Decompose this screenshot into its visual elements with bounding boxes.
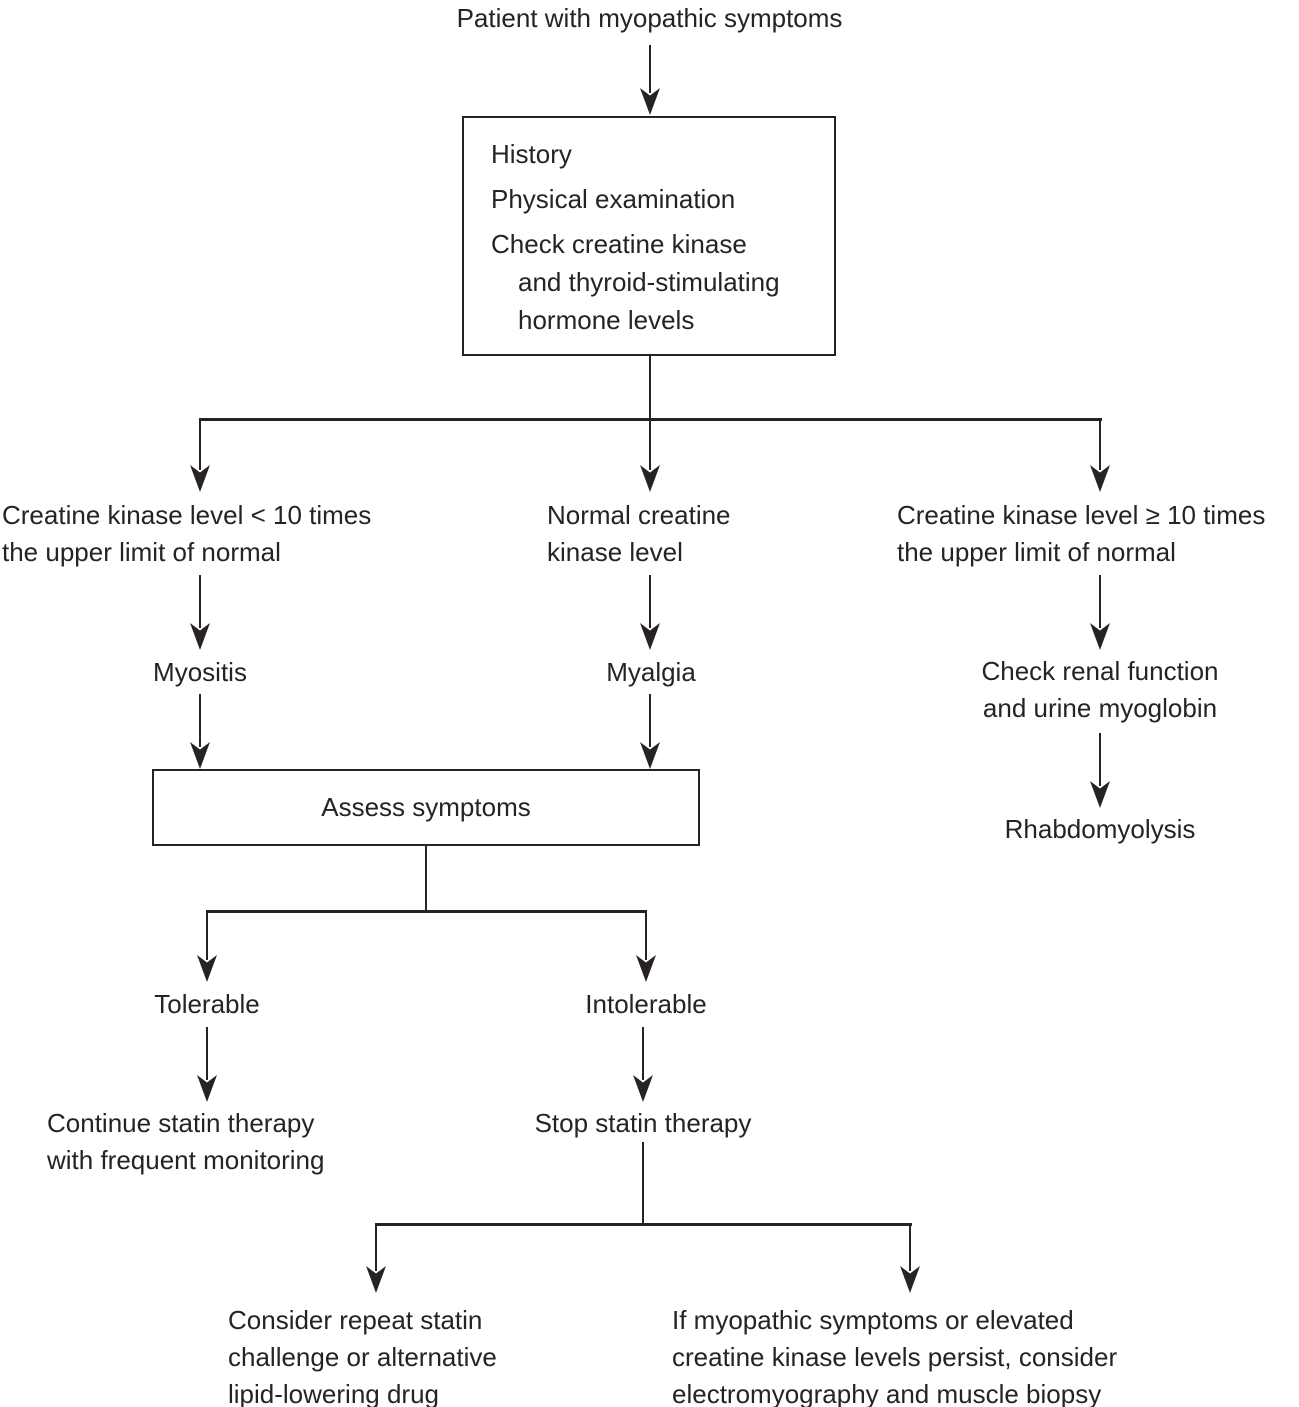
node-stop-statin: Stop statin therapy — [534, 1108, 752, 1138]
node-check-renal-line-1: Check renal function — [981, 656, 1219, 686]
arrow-title-to-workup — [640, 45, 660, 115]
node-persist-workup-line-3: electromyography and muscle biopsy — [672, 1379, 1102, 1407]
branch-label-ck-normal: Normal creatine kinase level — [547, 497, 731, 571]
arrow-myositis-to-assess — [190, 694, 210, 769]
node-check-renal-line-2: and urine myoglobin — [982, 693, 1218, 723]
node-repeat-challenge-line-1: Consider repeat statin — [228, 1305, 483, 1335]
workup-box: History Physical examination Check creat… — [462, 116, 836, 356]
arrow-intolerable-to-stop — [633, 1027, 653, 1102]
node-repeat-challenge-line-3: lipid-lowering drug — [228, 1379, 439, 1407]
arrow-to-ck-high — [1090, 420, 1110, 492]
workup-item-check-ck: Check creatine kinase and thyroid-stimul… — [491, 225, 824, 339]
arrow-to-ck-low — [190, 420, 210, 492]
arrow-ck-normal-to-myalgia — [640, 575, 660, 650]
arrow-myalgia-to-assess — [640, 694, 660, 769]
arrow-to-persist-workup — [900, 1225, 920, 1293]
branch-label-ck-high: Creatine kinase level ≥ 10 times the upp… — [897, 497, 1265, 571]
workup-item-check-ck-line-3: hormone levels — [518, 305, 695, 335]
node-continue-statin-line-1: Continue statin therapy — [47, 1108, 315, 1138]
connector-workup-stem — [648, 356, 652, 420]
node-myalgia: Myalgia — [606, 657, 696, 687]
node-continue-statin: Continue statin therapy with frequent mo… — [47, 1105, 324, 1179]
arrow-to-repeat-challenge — [366, 1225, 386, 1293]
node-myositis: Myositis — [153, 657, 247, 687]
branch-label-ck-normal-line-2: kinase level — [547, 537, 683, 567]
node-persist-workup: If myopathic symptoms or elevated creati… — [672, 1302, 1117, 1407]
workup-item-check-ck-line-2: and thyroid-stimulating — [518, 267, 780, 297]
branch-label-ck-low-line-2: the upper limit of normal — [2, 537, 281, 567]
connector-assess-split — [205, 910, 648, 913]
assess-symptoms-box: Assess symptoms — [152, 769, 700, 846]
arrow-renal-to-rhabdomyolysis — [1090, 733, 1110, 808]
connector-stop-stem — [641, 1142, 645, 1225]
branch-label-ck-high-line-1: Creatine kinase level ≥ 10 times — [897, 500, 1266, 530]
arrow-ck-low-to-myositis — [190, 575, 210, 650]
node-persist-workup-line-2: creatine kinase levels persist, consider — [672, 1342, 1118, 1372]
branch-label-ck-normal-line-1: Normal creatine — [547, 500, 731, 530]
connector-assess-stem — [424, 846, 428, 912]
node-repeat-challenge-line-2: challenge or alternative — [228, 1342, 497, 1372]
branch-label-ck-low-line-1: Creatine kinase level < 10 times — [2, 500, 372, 530]
flowchart-title: Patient with myopathic symptoms — [456, 3, 843, 33]
workup-item-physical-exam: Physical examination — [491, 184, 736, 214]
node-check-renal: Check renal function and urine myoglobin — [950, 653, 1250, 727]
node-persist-workup-line-1: If myopathic symptoms or elevated — [672, 1305, 1074, 1335]
node-rhabdomyolysis: Rhabdomyolysis — [1004, 814, 1196, 844]
connector-stop-split — [374, 1223, 913, 1226]
label-tolerable: Tolerable — [154, 989, 260, 1019]
arrow-to-intolerable — [636, 912, 656, 982]
workup-item-history: History — [491, 139, 572, 169]
node-continue-statin-line-2: with frequent monitoring — [47, 1145, 325, 1175]
label-intolerable: Intolerable — [585, 989, 707, 1019]
arrow-to-ck-normal — [640, 420, 660, 492]
node-repeat-challenge: Consider repeat statin challenge or alte… — [228, 1302, 497, 1407]
arrow-tolerable-to-continue — [197, 1027, 217, 1102]
branch-label-ck-high-line-2: the upper limit of normal — [897, 537, 1176, 567]
workup-item-check-ck-line-1: Check creatine kinase — [491, 229, 747, 259]
branch-label-ck-low: Creatine kinase level < 10 times the upp… — [2, 497, 371, 571]
arrow-to-tolerable — [197, 912, 217, 982]
arrow-ck-high-to-renal-check — [1090, 575, 1110, 650]
